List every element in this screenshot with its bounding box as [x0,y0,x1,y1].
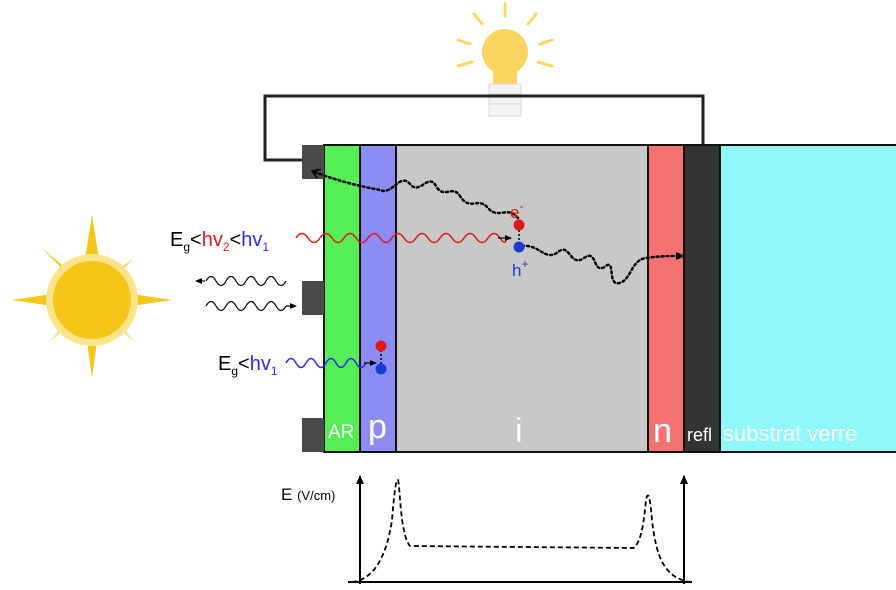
layer-label-refl: refl [687,425,712,445]
photon-one-wave [285,357,367,369]
energy-symbol: E [170,229,183,251]
electron-hole-pair-i [513,219,525,253]
energy-subscript: g [231,364,238,378]
hole-path [520,244,686,285]
electric-field-plot: E (V/cm) [281,475,692,584]
field-profile-curve [351,479,691,583]
hv1-symbol: hv [241,229,262,251]
i-layer [395,144,649,453]
layer-label-i: i [515,412,523,450]
electron-dot [375,340,387,352]
hole-label: h+ [512,257,528,280]
photon-two-wave [295,232,507,244]
energy-symbol: E [218,353,231,375]
layer-label-substrate: substrat verre [723,421,858,446]
hv2-symbol: hv [202,229,223,251]
electron-path [312,171,520,220]
hole-dot [513,241,525,253]
layer-label-ar: AR [328,422,354,443]
n-layer [647,144,685,453]
front-contact-bottom [302,418,324,452]
reflected-photon-wave [205,275,287,287]
electron-hole-pair-p [375,340,387,375]
sun-icon [12,215,172,378]
front-contacts [302,145,324,452]
light-bulb-icon [456,2,554,117]
hole-dot [375,363,387,375]
hole-charge: + [521,257,528,271]
photon-two-condition-label: Eg<hv2<hv1 [170,229,269,254]
less-than-symbol: < [238,353,250,375]
photon-one-condition-label: Eg<hv1 [218,353,278,378]
incoming-photon-wave [205,300,287,312]
solar-cell-stack [323,144,896,453]
energy-subscript: g [183,240,190,254]
field-axis-label: E (V/cm) [281,485,335,504]
front-contact-middle [302,281,324,315]
layer-label-p: p [368,408,387,446]
antireflection-layer [323,144,361,453]
layer-label-n: n [653,412,672,450]
electron-label: e- [510,199,523,222]
electron-charge: - [519,199,523,213]
less-than-symbol: < [190,229,202,251]
circuit-wire [263,94,705,162]
hv1-subscript: 1 [262,240,269,254]
electron-symbol: e [510,203,519,222]
hv2-subscript: 2 [223,240,230,254]
hv1-symbol: hv [250,353,271,375]
hv1-subscript: 1 [271,364,278,378]
less-than-symbol: < [230,229,242,251]
field-unit: (V/cm) [297,488,335,503]
electron-dot [513,219,525,231]
glass-substrate [719,144,896,453]
reflector-layer [683,144,721,453]
field-symbol: E [281,485,292,504]
hole-symbol: h [512,261,521,280]
p-layer [359,144,397,453]
